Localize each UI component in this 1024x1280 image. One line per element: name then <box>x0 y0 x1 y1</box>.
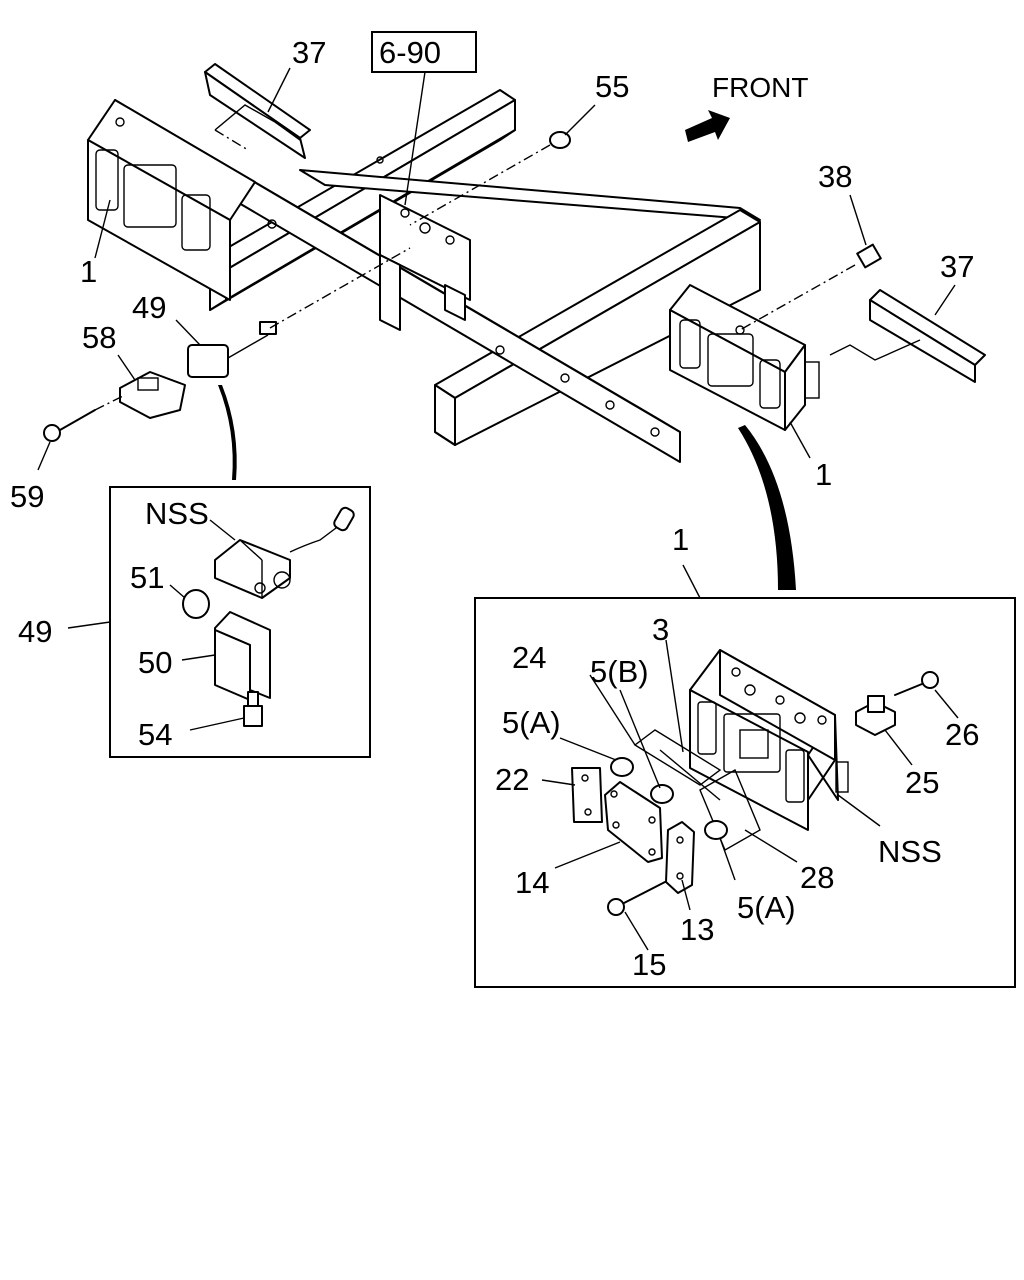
label-14: 14 <box>515 865 549 900</box>
label-1-right: 1 <box>815 457 832 492</box>
label-15: 15 <box>632 947 666 982</box>
part-37-cover-right <box>829 289 986 383</box>
part-59-screw <box>43 394 126 442</box>
front-arrow-icon <box>685 110 730 142</box>
ref-box <box>371 31 477 73</box>
label-22: 22 <box>495 762 529 797</box>
label-38: 38 <box>818 159 852 194</box>
label-25: 25 <box>905 765 939 800</box>
label-37-left: 37 <box>292 35 326 70</box>
label-58: 58 <box>82 320 116 355</box>
callout-arrow-49 <box>218 385 237 480</box>
label-55: 55 <box>595 69 629 104</box>
label-13: 13 <box>680 912 714 947</box>
inset-right-parts <box>571 649 939 916</box>
label-49: 49 <box>132 290 166 325</box>
part-38-bolt <box>739 243 882 331</box>
part-58-cover <box>119 371 186 419</box>
label-nss-right: NSS <box>878 834 942 869</box>
inset-right-box <box>474 597 1016 988</box>
inset-right-callout: 1 <box>672 522 689 557</box>
label-26: 26 <box>945 717 979 752</box>
label-54: 54 <box>138 717 172 752</box>
part-37-cover-left <box>204 63 311 159</box>
label-28: 28 <box>800 860 834 895</box>
ref-box-label: 6-90 <box>379 35 441 70</box>
front-label: FRONT <box>712 72 808 103</box>
part-49-sensor <box>187 247 411 378</box>
frame-assembly <box>87 89 820 463</box>
inset-left-parts <box>182 506 355 727</box>
label-5a-top: 5(A) <box>502 705 561 740</box>
part-55-nut <box>409 131 571 226</box>
label-5a-bottom: 5(A) <box>737 890 796 925</box>
label-3: 3 <box>652 612 669 647</box>
label-50: 50 <box>138 645 172 680</box>
label-1-left: 1 <box>80 254 97 289</box>
label-37-right: 37 <box>940 249 974 284</box>
label-5b: 5(B) <box>590 654 649 689</box>
callout-arrow-1 <box>738 425 796 590</box>
label-nss-left: NSS <box>145 496 209 531</box>
label-59: 59 <box>10 479 44 514</box>
label-51: 51 <box>130 560 164 595</box>
inset-left-callout: 49 <box>18 614 52 649</box>
label-24: 24 <box>512 640 546 675</box>
